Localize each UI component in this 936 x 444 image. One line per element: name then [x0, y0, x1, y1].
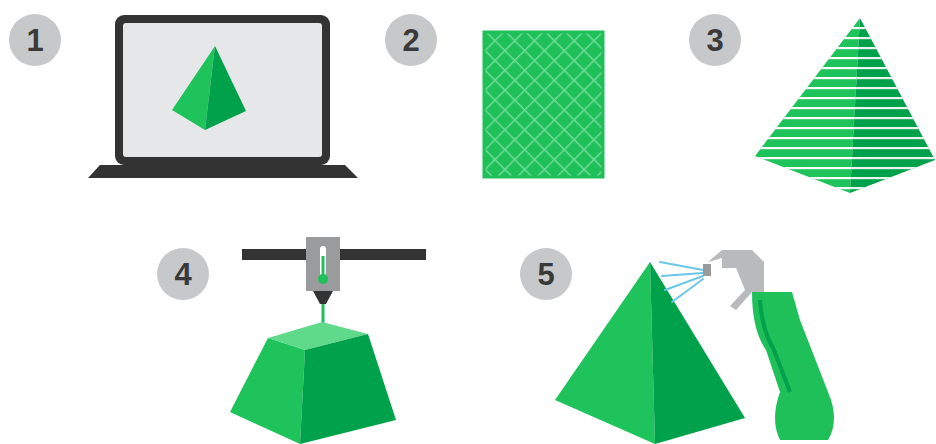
step-number: 3: [706, 25, 723, 56]
step-number-circle: 5: [520, 248, 572, 300]
printer-illustration: [230, 237, 426, 444]
pyramid-right-face: [850, 18, 935, 193]
thermometer-level: [322, 256, 325, 276]
layer-lines: [755, 18, 860, 193]
bottle-grip: [760, 300, 790, 392]
laptop-screen-frame: [115, 15, 330, 165]
thermometer-bulb: [318, 274, 328, 284]
step-number-circle: 3: [689, 14, 741, 66]
step-number-circle: 1: [9, 14, 61, 66]
layer-lines: [850, 18, 935, 193]
finishing-illustration: [555, 250, 834, 444]
step-number: 4: [174, 259, 191, 290]
pyramid-left-face: [555, 262, 655, 444]
extruder-head: [306, 237, 340, 291]
thermometer: [320, 246, 326, 276]
pyramid-right-face: [650, 262, 745, 444]
step-number: 2: [402, 25, 419, 56]
step-number-circle: 4: [157, 248, 209, 300]
pyramid-left-face: [755, 18, 860, 193]
step-number-circle: 2: [385, 14, 437, 66]
step-number: 5: [537, 259, 554, 290]
laptop-base: [88, 165, 358, 178]
laptop-screen: [123, 23, 322, 157]
part-right-face: [300, 334, 396, 444]
layered-pyramid: [755, 18, 935, 193]
spray-bottle-body: [752, 292, 834, 440]
model-right-face: [205, 46, 246, 130]
infill-square: [484, 32, 603, 177]
laptop-illustration: [88, 15, 358, 178]
spray-nozzle: [703, 264, 711, 276]
part-left-face: [230, 338, 305, 444]
nozzle: [313, 291, 333, 304]
spray-mist: [660, 262, 703, 302]
step-number: 1: [26, 25, 43, 56]
infill-illustration: [484, 32, 603, 177]
